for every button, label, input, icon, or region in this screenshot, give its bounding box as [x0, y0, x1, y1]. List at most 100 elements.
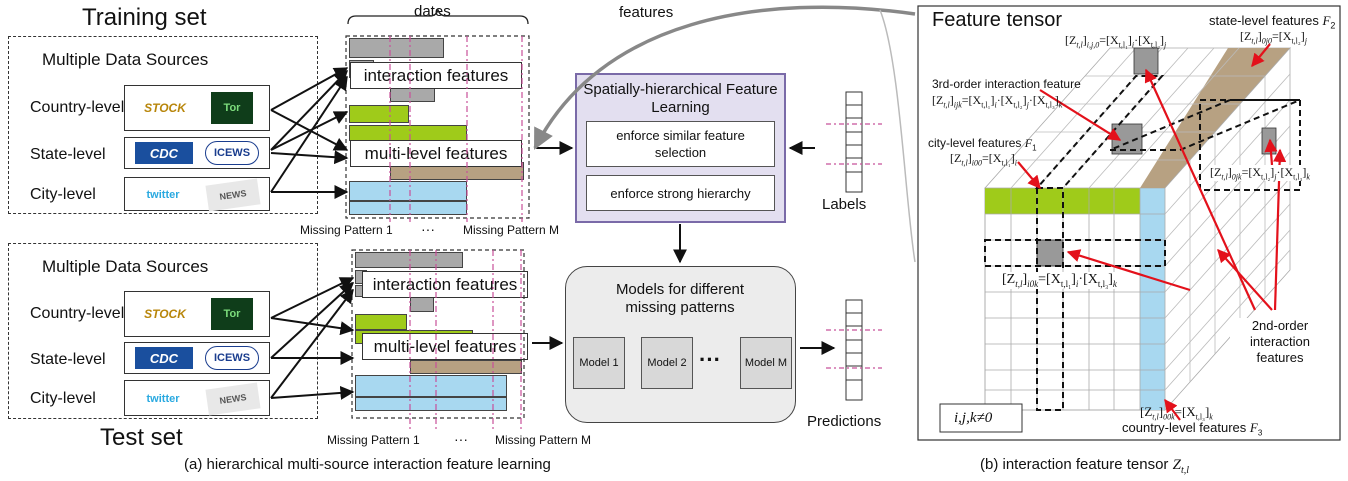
caption-b: (b) interaction feature tensor Zt,l	[980, 456, 1189, 476]
z-ijk-a: [Z	[932, 93, 944, 107]
state-feat-sub: 2	[1330, 20, 1336, 31]
training-missing-lines	[389, 36, 523, 222]
z-ij0-sub: t,l	[1076, 40, 1083, 50]
labels-dashes	[826, 123, 882, 165]
test-missing-lines	[409, 250, 522, 430]
dates-brace	[347, 7, 529, 25]
predictions-dashes	[826, 329, 882, 369]
training-dates-frame	[345, 35, 530, 219]
training-gray-bar-1	[349, 38, 444, 58]
training-multilevel-features: multi-level features	[350, 140, 522, 167]
training-country-sources: STOCK Tor	[124, 85, 270, 131]
z-i0k-a: [Z	[1002, 272, 1016, 287]
models-dots: ···	[699, 347, 721, 372]
test-missing-pattern-1: Missing Pattern 1	[327, 433, 420, 447]
training-sources-box	[8, 36, 318, 214]
tensor-title: Feature tensor	[932, 9, 1063, 31]
z-ijk-rhs-sub1: t,l₁	[981, 100, 991, 110]
training-missing-pattern-1: Missing Pattern 1	[300, 223, 393, 237]
test-blue-bar-1	[355, 375, 507, 397]
test-multilevel-features: multi-level features	[362, 333, 528, 360]
model-1-box: Model 1	[573, 337, 625, 389]
labels-vector	[845, 91, 863, 193]
z-ij0-formula: [Zt,l]i,j,0=[Xt,l₁]i·[Xt,l₂]j	[1065, 33, 1167, 50]
z-0jk-rhs-sub1: t,l₂	[1261, 172, 1271, 182]
z-i0k-rhs: =[X	[1038, 272, 1061, 287]
labels-text: Labels	[822, 196, 867, 213]
z-i00-a: [Z	[950, 151, 962, 165]
z-0jk-rhs-sub2: t,l₃	[1293, 172, 1303, 182]
training-country-level: Country-level	[30, 99, 125, 116]
z-00k-rhs-k: k	[1209, 412, 1213, 422]
z-i0k-rhs-sub1: t,l₁	[1060, 278, 1072, 289]
z-0jk-idx: 0jk	[1231, 172, 1242, 182]
features-curve-arrow	[533, 5, 916, 150]
z-00k-sub: t,l	[1152, 412, 1159, 422]
training-mp-dots: ···	[421, 221, 435, 237]
test-state-sources: CDC ICEWS	[124, 342, 270, 374]
test-country-level: Country-level	[30, 305, 125, 322]
z-ij0-mid: ·[X	[1134, 33, 1151, 47]
sfl-strong-hierarchy: enforce strong hierarchy	[586, 175, 775, 211]
state-feat-text: state-level features	[1209, 13, 1319, 28]
z-i0k-idx: i0k	[1027, 278, 1039, 289]
z-00k-idx: 00k	[1163, 412, 1175, 422]
test-mp-dots: ···	[454, 431, 468, 447]
test-blue-bar-2	[355, 397, 507, 411]
z-ijk-rhs-sub3: t,l₃	[1045, 100, 1055, 110]
z-ijk-mid2: ·[X	[1028, 93, 1046, 107]
z-00k-rhs: =[X	[1174, 404, 1196, 419]
test-dates-frame	[351, 249, 525, 419]
tor-logo-icon: Tor	[211, 298, 253, 330]
z-i00-sub: t,l	[961, 158, 968, 168]
feature-tensor	[984, 46, 1291, 412]
country-level-features: country-level features F3	[1122, 420, 1262, 438]
test-sources-title: Multiple Data Sources	[42, 257, 209, 276]
z-ijk-formula: [Zt,l]ijk=[Xt,l₁]i·[Xt,l₂]j·[Xt,l₃]k	[932, 93, 1063, 110]
tensor-red-arrows	[1017, 43, 1287, 421]
z-00k-formula: [Zt,l]00k=[Xt,l₃]k	[1140, 404, 1213, 422]
training-source-arrows	[270, 67, 349, 199]
test-interaction-features: interaction features	[362, 271, 528, 298]
training-missing-pattern-m: Missing Pattern M	[463, 223, 560, 237]
model-m-box: Model M	[740, 337, 792, 389]
z-ijk-idx: ijk	[953, 100, 962, 110]
z-i00-rhs: =[X	[982, 151, 1002, 165]
z-0j0-a: [Z	[1240, 29, 1252, 43]
tensor-callout-curve	[879, 9, 916, 263]
z-i0k-rhs-sub2: t,l₃	[1097, 278, 1109, 289]
twitter-logo-icon: twitter	[146, 393, 180, 405]
icews-logo-icon: ICEWS	[205, 346, 259, 370]
z-i0k-mid: ·[X	[1078, 272, 1098, 287]
test-state-level: State-level	[30, 351, 106, 368]
z-0j0-idx: 0j0	[1261, 36, 1273, 46]
z-0j0-rhs: =[X	[1272, 29, 1292, 43]
test-city-sources: twitter NEWS	[124, 380, 270, 416]
cdc-logo-icon: CDC	[135, 347, 193, 369]
z-ijk-rhs-k: k	[1058, 100, 1063, 110]
z-ijk-rhs-i: i	[994, 100, 997, 110]
z-i0k-formula: [Zt,l]i0k=[Xt,l₁]i·[Xt,l₃]k	[1002, 272, 1117, 289]
training-city-level: City-level	[30, 186, 96, 203]
ijk-condition-box	[939, 403, 1023, 433]
z-0jk-rhs-j: j	[1274, 172, 1277, 182]
predictions-text: Predictions	[807, 413, 882, 430]
test-source-arrows	[270, 277, 355, 400]
training-city-sources: twitter NEWS	[124, 177, 270, 212]
caption-b-symbol: Z	[1172, 457, 1181, 473]
second-order-label: 2nd-order interaction features	[1230, 318, 1330, 366]
training-state-level: State-level	[30, 146, 106, 163]
test-set-title: Test set	[100, 424, 183, 451]
sfl-panel: Spatially-hierarchical Feature Learning …	[575, 73, 786, 223]
z-0j0-rhs-j: j	[1304, 36, 1307, 46]
z-ij0-rhs-sub1: t,l₁	[1118, 40, 1128, 50]
tor-logo-icon: Tor	[211, 92, 253, 124]
test-country-sources: STOCK Tor	[124, 291, 270, 337]
z-0jk-formula: [Zt,l]0jk=[Xt,l₂]j·[Xt,l₃]k	[1210, 165, 1310, 182]
z-ijk-sub: t,l	[943, 100, 950, 110]
z-0j0-formula: [Zt,l]0j0=[Xt,l₂]j	[1240, 29, 1307, 46]
z-ij0-a: [Z	[1065, 33, 1077, 47]
caption-a: (a) hierarchical multi-source interactio…	[184, 456, 551, 473]
z-ij0-rhs-j: j	[1164, 40, 1167, 50]
